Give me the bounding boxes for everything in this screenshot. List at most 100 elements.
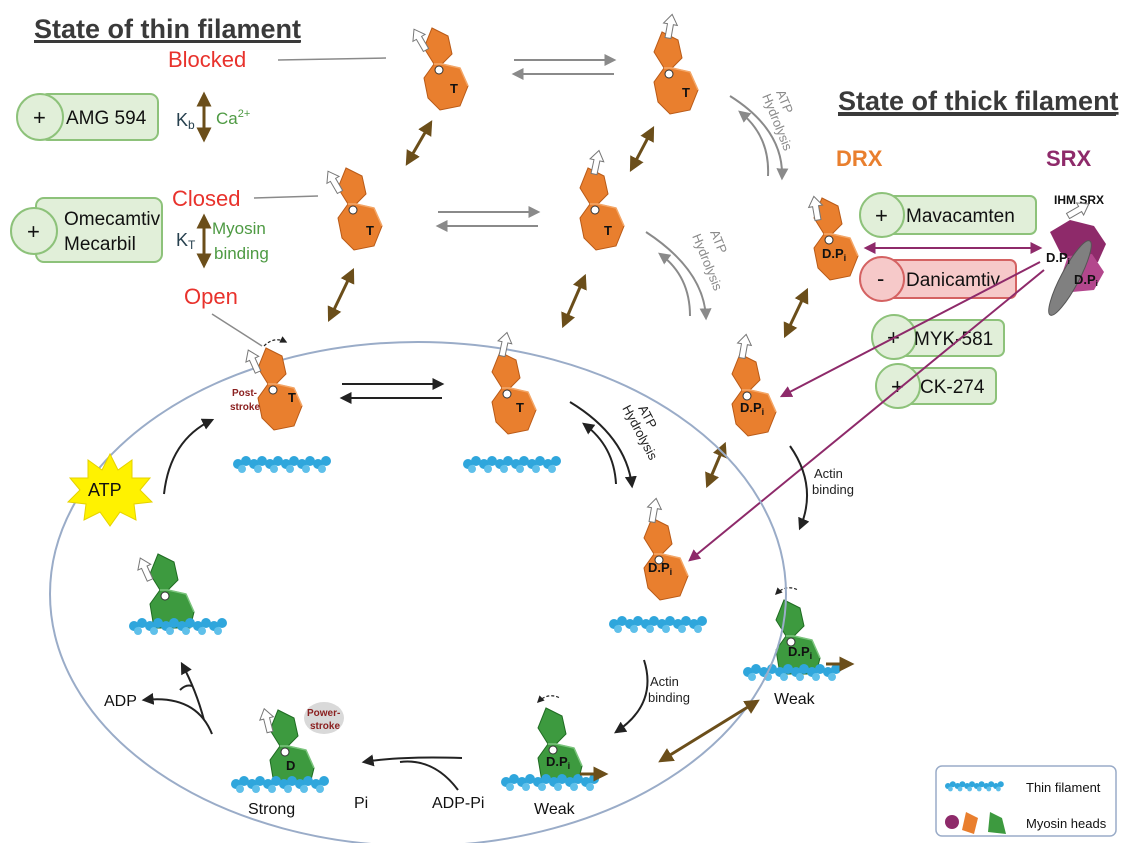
post-stroke-swing [263,336,288,347]
svg-text:ATP: ATP [88,480,122,500]
actin-binding-arrow-outer [789,445,810,531]
head-strong: D [256,706,315,785]
trans-blocked-closed-2 [629,126,655,172]
drug-ck274: + CK-274 [875,363,997,409]
svg-text:D.Pi: D.Pi [822,246,846,263]
trans-closed-open-2 [561,273,587,329]
omecamtiv-line2: Mecarbil [64,234,136,255]
filament-rigor [129,618,227,635]
head-drx-top: D.Pi [806,194,859,281]
post-label-1: Post- [232,388,257,399]
myosin-label-1: Myosin [212,219,266,238]
ihm-srx-label: IHM SRX [1054,193,1104,207]
legend: Thin filament Myosin heads [935,765,1117,837]
svg-text:D.Pi: D.Pi [788,644,812,661]
filament-weak-outer [743,664,841,681]
svg-text:Mavacamten: Mavacamten [906,206,1015,227]
actin-binding-arrow-inner [614,659,649,734]
svg-text:D.Pi: D.Pi [1074,272,1098,288]
drug-mavacamten: + Mavacamten [859,192,1037,238]
omecamtiv-line1: Omecamtiv [64,209,161,230]
blocked-leader-line [277,57,387,61]
filament-weak-inner [501,774,599,791]
srx-label: SRX [1046,146,1092,171]
srx-to-bound-arrow [688,269,1045,562]
svg-text:T: T [450,81,458,96]
actin-label-inner: Actin [650,674,679,689]
legend-heads-icon [945,812,1006,834]
srx-to-drx-mid-arrow [779,261,1041,398]
weak-outer-swing [774,587,799,596]
kt-label: KT [176,230,196,252]
trans-drx-1 [783,287,809,339]
svg-text:T: T [682,85,690,100]
head-blocked-2: T [653,12,699,115]
head-post-stroke: T [241,346,303,431]
ihm-srx-structure: D.Pi D.Pi [1046,197,1106,316]
svg-text:CK-274: CK-274 [920,377,985,398]
weak-inner-label: Weak [534,801,576,818]
kb-label: Kb [176,110,195,132]
head-inner-t: T [491,330,537,435]
atp-starburst: ATP [66,452,154,527]
hydrolysis-arrow-top-rev [738,110,770,177]
drug-omecamtiv-mecarbil: + Omecamtiv Mecarbil [10,197,163,263]
head-weak-outer: D.Pi [775,599,821,675]
filament-strong [231,776,329,793]
head-rigor [133,553,195,629]
power-label-2: stroke [310,721,340,732]
cycle-up-arrow [180,661,205,721]
drug-amg594: + AMG 594 [16,93,159,141]
pi-release-arrow [361,754,463,767]
svg-text:D.Pi: D.Pi [1046,250,1070,266]
svg-text:T: T [516,400,524,415]
trans-closed-open-1 [327,267,355,323]
drx-label: DRX [836,146,883,171]
thick-filament-title: State of thick filament [838,86,1119,116]
power-label-1: Power- [307,708,340,719]
atp-binding-arrow [163,418,215,495]
head-inner-dpi: D.Pi [643,496,689,601]
ca-label: Ca2+ [216,108,250,128]
filament-inner-dpi [609,616,707,633]
strong-label: Strong [248,801,295,818]
svg-text:T: T [604,223,612,238]
amg-sign: + [33,105,46,130]
state-closed: Closed [172,186,240,211]
svg-text:MYK-581: MYK-581 [914,329,993,350]
svg-text:Danicamtiv: Danicamtiv [906,270,1000,291]
legend-thin-label: Thin filament [1026,780,1101,795]
weak-outer-label: Weak [774,691,816,708]
head-blocked-1: T [407,25,469,111]
actin-label-outer: Actin [814,466,843,481]
myosin-label-2: binding [214,244,269,263]
legend-heads-label: Myosin heads [1026,816,1107,831]
binding-label-outer: binding [812,482,854,497]
cross-bridge-cycle-outline [49,341,787,843]
trans-blocked-closed-1 [405,120,433,166]
hydrolysis-arrow-mid-rev [658,252,691,317]
svg-text:-: - [877,266,884,291]
hydrolysis-arrow-top [729,95,789,181]
binding-label-inner: binding [648,690,690,705]
hydrolysis-arrow-mid [645,231,712,321]
omecamtiv-sign: + [27,219,40,244]
hydrolysis-arrow-inner-rev [582,422,617,485]
closed-leader-line [253,195,319,199]
adp-pi-label: ADP-Pi [432,795,484,812]
open-leader-line [211,313,263,347]
svg-text:D.Pi: D.Pi [648,560,672,577]
svg-text:D.Pi: D.Pi [740,400,764,417]
adp-release-arrow [141,692,213,735]
svg-text:+: + [875,203,888,228]
thin-filament-title: State of thin filament [34,14,301,44]
filament-post-stroke [233,456,331,473]
svg-text:T: T [288,390,296,405]
weak-inner-swing [536,695,561,704]
post-label-2: stroke [230,402,260,413]
pi-label: Pi [354,795,368,812]
pi-release-curve [399,760,459,791]
head-weak-inner: D.Pi [537,707,583,783]
power-stroke-badge [304,702,344,734]
